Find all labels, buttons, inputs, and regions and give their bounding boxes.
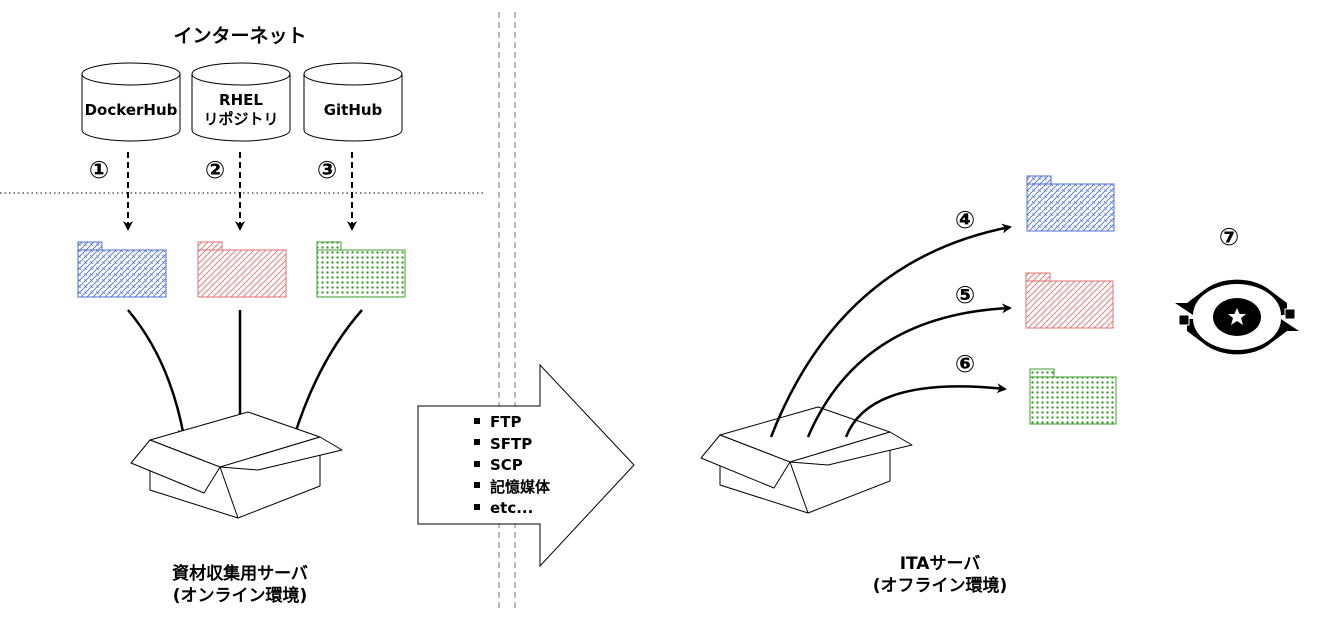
step-7-marker: ⑦ <box>1218 223 1240 251</box>
repo-github-label-line: GitHub <box>323 101 383 119</box>
transfer-method-item: 記憶媒体 <box>474 477 550 499</box>
repo-dockerhub-cylinder <box>81 62 181 142</box>
repo-rhel-label-line1: RHEL <box>219 91 263 109</box>
repo-dockerhub-label: DockerHub <box>82 101 180 120</box>
collection-server-label: 資材収集用サーバ (オンライン環境) <box>130 563 350 607</box>
repo-rhel-cylinder <box>191 62 291 142</box>
ita-server-env: (オフライン環境) <box>872 576 1008 596</box>
transfer-method-item: SFTP <box>474 434 550 456</box>
transfer-methods-list: FTP SFTP SCP 記憶媒体 etc... <box>474 412 550 520</box>
ita-server-name: ITAサーバ <box>899 554 981 574</box>
folder-green-online-icon <box>316 241 406 298</box>
internet-title: インターネット <box>173 25 307 47</box>
transfer-method-item: etc... <box>474 498 550 520</box>
folder-green-offline-icon <box>1029 368 1117 425</box>
collection-server-env: (オンライン環境) <box>172 586 308 606</box>
repo-dockerhub-label-line: DockerHub <box>84 101 178 119</box>
repo-github-label: GitHub <box>304 101 402 120</box>
transfer-method-item: FTP <box>474 412 550 434</box>
folder-red-offline-icon <box>1025 272 1114 329</box>
ita-server-label: ITAサーバ (オフライン環境) <box>830 553 1050 597</box>
step-1-marker: ① <box>88 156 110 184</box>
step-4-marker: ④ <box>954 206 976 234</box>
folder-red-online-icon <box>197 241 287 298</box>
folder-blue-offline-icon <box>1026 175 1115 232</box>
collect-arrow-3 <box>291 309 363 439</box>
repo-rhel-label: RHEL リポジトリ <box>192 91 290 129</box>
ita-logo-icon <box>1175 279 1299 355</box>
step-5-marker: ⑤ <box>954 281 976 309</box>
repo-rhel-label-line2: リポジトリ <box>203 110 279 128</box>
collection-server-box-icon <box>130 411 343 519</box>
collection-server-name: 資材収集用サーバ <box>172 564 308 584</box>
step-2-marker: ② <box>204 156 226 184</box>
repo-github-cylinder <box>303 62 403 142</box>
deploy-arrow-4 <box>769 223 1012 438</box>
deploy-arrow-5 <box>806 303 1012 438</box>
transfer-method-item: SCP <box>474 455 550 477</box>
collect-arrow-1 <box>127 309 188 439</box>
step-3-marker: ③ <box>316 156 338 184</box>
ita-server-box-icon <box>700 406 913 514</box>
folder-blue-online-icon <box>77 241 167 298</box>
step-6-marker: ⑥ <box>954 350 976 378</box>
deploy-arrow-6 <box>844 383 1007 438</box>
